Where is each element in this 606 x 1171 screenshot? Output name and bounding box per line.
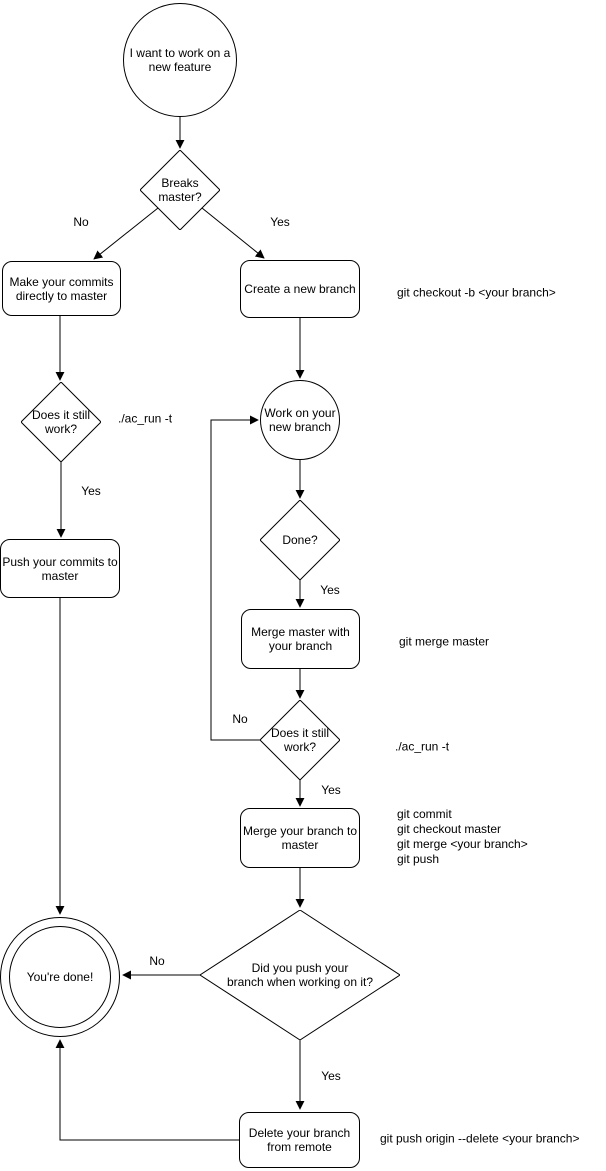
edge-delete-to-done xyxy=(55,1039,239,1141)
diamond-shape xyxy=(140,150,220,230)
start-node-label: I want to work on a new feature xyxy=(129,46,231,74)
breaks-master-node: Breaks master? xyxy=(140,150,220,230)
merge-master-node: Merge master with your branch xyxy=(241,609,360,669)
merge-branch-label: Merge your branch to master xyxy=(242,824,358,852)
youre-done-label: You're done! xyxy=(26,970,94,984)
diamond-shape xyxy=(21,382,101,462)
merge-master-label: Merge master with your branch xyxy=(251,625,350,653)
create-branch-label: Create a new branch xyxy=(244,282,356,296)
make-commits-node: Make your commits directly to master xyxy=(2,261,121,316)
make-commits-label: Make your commits directly to master xyxy=(9,274,114,303)
annotation-ac-run-2: ./ac_run -t xyxy=(395,739,450,754)
edge-label-yes-breaks: Yes xyxy=(270,215,290,229)
annotation-ac-run-1: ./ac_run -t xyxy=(118,411,173,426)
delete-branch-label: Delete your branch from remote xyxy=(248,1126,351,1154)
still-work-1-node: Does it still work? xyxy=(21,382,101,462)
work-branch-label: Work on your new branch xyxy=(264,406,336,434)
edge-stillwork2-no-loop xyxy=(210,415,260,741)
edge-label-yes-still-work-2: Yes xyxy=(321,783,341,797)
done-question-node: Done? xyxy=(260,500,340,580)
youre-done-node: You're done! xyxy=(0,917,120,1037)
push-commits-node: Push your commits to master xyxy=(0,539,120,598)
edge-breaks-yes xyxy=(201,207,265,259)
still-work-2-label: Does it still work? xyxy=(270,726,329,754)
annotation-checkout-cmd: git checkout -b <your branch> xyxy=(397,285,556,300)
edge-label-yes-done-q: Yes xyxy=(320,583,340,597)
diamond-shape xyxy=(200,910,400,1040)
diamond-shape xyxy=(260,500,340,580)
breaks-master-label: Breaks master? xyxy=(158,176,202,204)
start-node: I want to work on a new feature xyxy=(123,3,237,117)
edge-label-yes-still-work-1: Yes xyxy=(81,484,101,498)
edge-label-yes-did-push: Yes xyxy=(321,1069,341,1083)
diamond-shape xyxy=(260,700,340,780)
still-work-1-label: Does it still work? xyxy=(31,408,90,436)
delete-branch-node: Delete your branch from remote xyxy=(239,1112,360,1168)
did-push-node: Did you push your branch when working on… xyxy=(200,910,400,1040)
edge-label-no-still-work-2: No xyxy=(232,712,248,726)
annotation-merge-branch-cmds: git commit git checkout master git merge… xyxy=(397,807,528,866)
still-work-2-node: Does it still work? xyxy=(260,700,340,780)
annotation-merge-master-cmd: git merge master xyxy=(399,634,490,649)
edge-label-no-did-push: No xyxy=(149,954,165,968)
merge-branch-node: Merge your branch to master xyxy=(240,808,360,868)
did-push-label: Did you push your branch when working on… xyxy=(226,961,374,989)
done-question-label: Done? xyxy=(282,533,318,547)
annotation-delete-cmd: git push origin --delete <your branch> xyxy=(380,1131,580,1146)
edge-breaks-no xyxy=(93,207,159,260)
work-branch-node: Work on your new branch xyxy=(260,380,340,460)
create-branch-node: Create a new branch xyxy=(240,260,360,318)
edge-label-no-breaks: No xyxy=(73,215,89,229)
push-commits-label: Push your commits to master xyxy=(2,554,118,583)
